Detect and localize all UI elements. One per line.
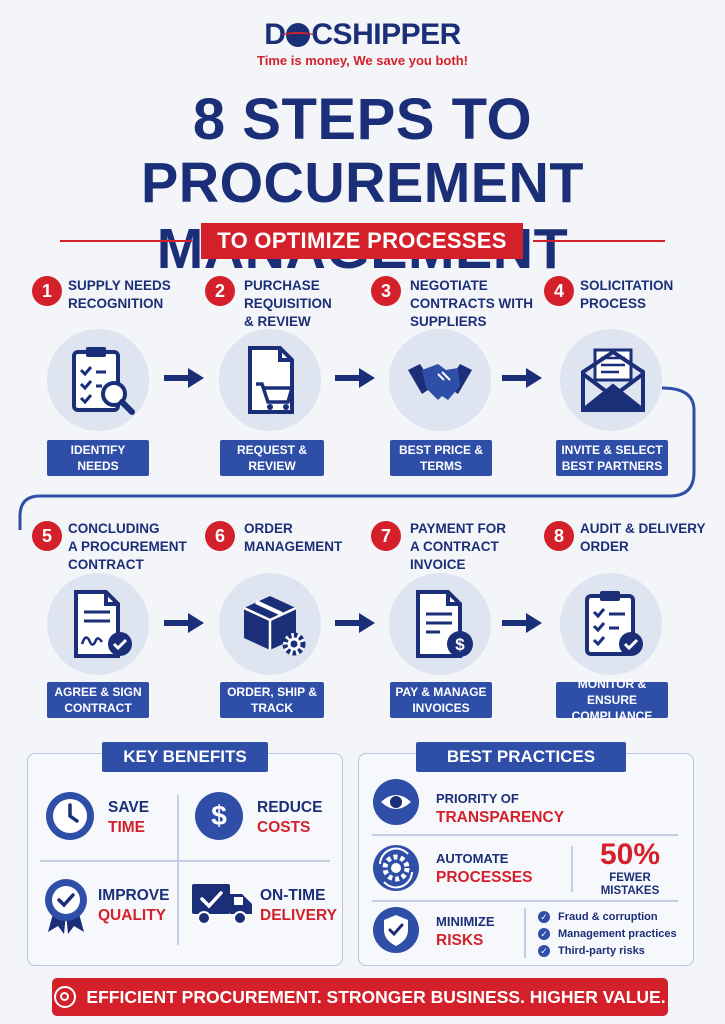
box-gear-icon xyxy=(243,596,306,656)
check-circle-icon: ✓ xyxy=(538,944,550,957)
step-icon-circle xyxy=(389,329,491,431)
arrow-right-icon xyxy=(164,613,204,633)
checklist-icon xyxy=(585,591,643,656)
footer-banner: EFFICIENT PROCUREMENT. STRONGER BUSINESS… xyxy=(52,978,668,1016)
step-number: 6 xyxy=(205,521,235,551)
eye-icon xyxy=(373,779,419,825)
arrow-right-icon xyxy=(164,368,204,388)
benefits-divider-h xyxy=(40,860,330,862)
practices-divider-2 xyxy=(372,900,678,902)
divider-right xyxy=(533,240,665,242)
check-circle-icon: ✓ xyxy=(538,910,550,923)
step-number: 3 xyxy=(371,276,401,306)
envelope-icon xyxy=(581,348,645,412)
list-item: ✓Third-party risks xyxy=(538,942,677,959)
invoice-dollar-icon: $ xyxy=(416,590,473,658)
clock-icon xyxy=(46,792,94,840)
page-subtitle: TO OPTIMIZE PROCESSES xyxy=(201,223,523,259)
step-icon-circle xyxy=(560,329,662,431)
truck-icon xyxy=(192,884,252,925)
page-title-line1: 8 STEPS TO xyxy=(192,87,533,152)
shield-check-icon xyxy=(373,907,419,953)
globe-icon xyxy=(282,23,315,47)
stat-divider xyxy=(571,846,573,892)
step-icon-circle: $ xyxy=(389,573,491,675)
automation-gear-icon xyxy=(373,845,419,891)
risks-list: ✓Fraud & corruption ✓Management practice… xyxy=(538,908,677,959)
step-icon-circle xyxy=(47,573,149,675)
risks-divider xyxy=(524,908,526,958)
quality-badge-icon xyxy=(45,879,87,934)
step-tag: REQUEST &REVIEW xyxy=(220,440,324,476)
step-number: 7 xyxy=(371,521,401,551)
document-cart-icon xyxy=(248,346,295,414)
arrow-right-icon xyxy=(502,613,542,633)
best-practices-title: BEST PRACTICES xyxy=(416,742,626,772)
step-icon-circle xyxy=(560,573,662,675)
clipboard-search-icon xyxy=(72,347,135,415)
list-item: ✓Fraud & corruption xyxy=(538,908,677,925)
handshake-icon xyxy=(408,364,472,400)
step-number: 8 xyxy=(544,521,574,551)
row-connector-line xyxy=(18,386,696,530)
page-title-line2: PROCUREMENT MANAGEMENT xyxy=(141,151,584,281)
stat-block: 50% FEWER MISTAKES xyxy=(586,838,674,898)
step-icon-circle xyxy=(219,573,321,675)
key-benefits-title: KEY BENEFITS xyxy=(102,742,268,772)
target-icon xyxy=(54,986,77,1008)
list-item: ✓Management practices xyxy=(538,925,677,942)
key-benefits-panel xyxy=(27,753,343,966)
stat-value: 50% xyxy=(599,838,661,871)
step-tag: ORDER, SHIP &TRACK xyxy=(220,682,324,718)
step-number: 1 xyxy=(32,276,62,306)
step-icon-circle xyxy=(219,329,321,431)
step-icon-circle xyxy=(47,329,149,431)
practices-divider-1 xyxy=(372,834,678,836)
svg-text:$: $ xyxy=(211,800,227,831)
brand-tagline: Time is money, We save you both! xyxy=(257,53,468,68)
divider-left xyxy=(60,240,192,242)
arrow-right-icon xyxy=(335,368,375,388)
check-circle-icon: ✓ xyxy=(538,927,550,940)
benefits-divider-v xyxy=(177,795,179,945)
step-number: 2 xyxy=(205,276,235,306)
arrow-right-icon xyxy=(335,613,375,633)
step-number: 5 xyxy=(32,521,62,551)
step-number: 4 xyxy=(544,276,574,306)
dollar-icon: $ xyxy=(195,792,243,840)
signed-contract-icon xyxy=(74,590,132,658)
svg-text:$: $ xyxy=(455,635,465,654)
arrow-right-icon xyxy=(502,368,542,388)
step-tag: BEST PRICE &TERMS xyxy=(390,440,492,476)
